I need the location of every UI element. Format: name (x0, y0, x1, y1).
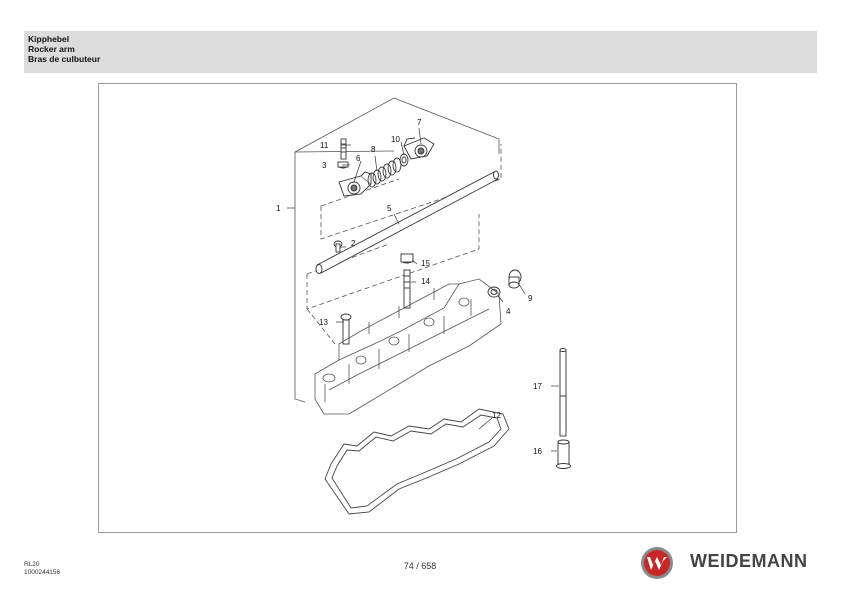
brand-name: WEIDEMANN (690, 551, 808, 571)
bolt-13 (340, 313, 352, 345)
washer-4 (487, 286, 501, 298)
callout-14: 14 (421, 277, 430, 286)
tappet-16 (556, 439, 571, 469)
document-code: RL20 (24, 561, 40, 568)
valve-cover (314, 278, 502, 415)
callout-11: 11 (320, 141, 329, 150)
plug-9 (508, 269, 522, 289)
dashed-group-upper (320, 144, 502, 240)
spring-8 (367, 157, 402, 188)
gasket-12 (324, 408, 510, 515)
title-french: Bras de culbuteur (28, 54, 101, 64)
callout-9: 9 (528, 294, 533, 303)
callout-13: 13 (319, 318, 328, 327)
washer-10 (399, 153, 409, 167)
rocker-shaft (315, 170, 499, 274)
title-german: Kipphebel (28, 34, 70, 44)
callout-6: 6 (356, 154, 361, 163)
callout-5: 5 (387, 204, 392, 213)
screw-11 (340, 138, 347, 160)
title-english: Rocker arm (28, 44, 75, 54)
rocker-arm-7 (403, 137, 435, 160)
callout-3: 3 (322, 161, 327, 170)
page-number: 74 / 658 (403, 561, 437, 571)
callout-2: 2 (351, 239, 356, 248)
stud-14 (400, 253, 414, 309)
callout-4: 4 (506, 307, 511, 316)
callout-17: 17 (533, 382, 542, 391)
callout-16: 16 (533, 447, 542, 456)
callout-10: 10 (391, 135, 400, 144)
dashed-group-lower (306, 214, 480, 310)
rocker-arm-6 (338, 171, 372, 197)
callout-7: 7 (417, 118, 422, 127)
parts-diagram-frame: 1 2 3 4 5 6 7 8 9 10 11 12 13 14 15 16 1… (98, 83, 737, 533)
title-bar: Kipphebel Rocker arm Bras de culbuteur (24, 31, 817, 73)
callout-labels: 1 2 3 4 5 6 7 8 9 10 11 12 13 14 15 16 1… (276, 118, 542, 456)
callout-15: 15 (421, 259, 430, 268)
weidemann-logo-icon (641, 547, 673, 579)
callout-12: 12 (492, 411, 501, 420)
exploded-parts-diagram: 1 2 3 4 5 6 7 8 9 10 11 12 13 14 15 16 1… (276, 97, 571, 515)
callout-1: 1 (276, 204, 281, 213)
callout-8: 8 (371, 145, 376, 154)
screw-2 (333, 240, 343, 253)
pushrod-17 (559, 348, 567, 437)
document-number: 1000244156 (24, 569, 61, 576)
